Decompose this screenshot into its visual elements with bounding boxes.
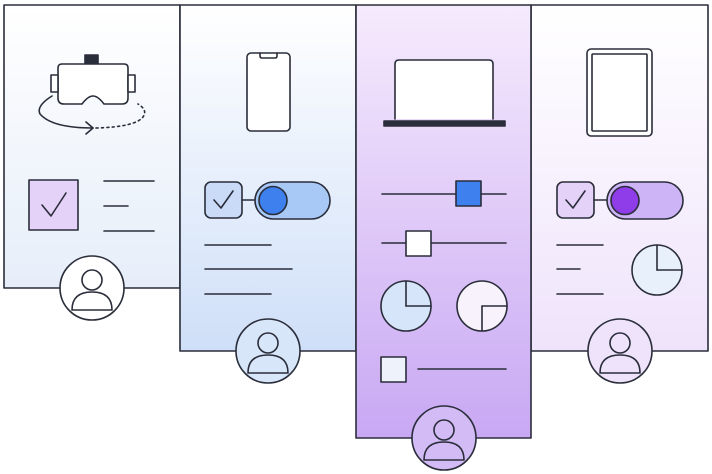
panel-vr-card <box>3 4 181 289</box>
small-square <box>380 356 407 383</box>
tablet-icon <box>586 48 653 137</box>
pie-chart-icon <box>380 280 432 332</box>
checkbox-checked-icon[interactable] <box>556 181 595 219</box>
user-avatar-icon[interactable] <box>411 405 477 471</box>
user-avatar-icon[interactable] <box>59 255 125 321</box>
checkbox-checked-icon[interactable] <box>204 181 243 219</box>
panel-laptop <box>355 4 532 471</box>
checkbox-checked-icon[interactable] <box>28 179 79 231</box>
toggle-switch-icon[interactable] <box>606 181 684 220</box>
slider-icon[interactable] <box>381 180 507 207</box>
user-avatar-icon[interactable] <box>587 318 653 384</box>
slider-icon[interactable] <box>381 230 507 257</box>
pie-chart-icon <box>631 244 683 296</box>
vr-headset-icon <box>38 54 146 135</box>
pie-chart-icon <box>456 280 508 332</box>
toggle-switch-icon[interactable] <box>254 181 331 220</box>
smartphone-icon <box>246 52 291 132</box>
panel-phone <box>179 4 357 384</box>
laptop-icon <box>383 59 506 127</box>
user-avatar-icon[interactable] <box>235 318 301 384</box>
panel-tablet <box>530 4 709 384</box>
panel-vr <box>3 4 181 321</box>
